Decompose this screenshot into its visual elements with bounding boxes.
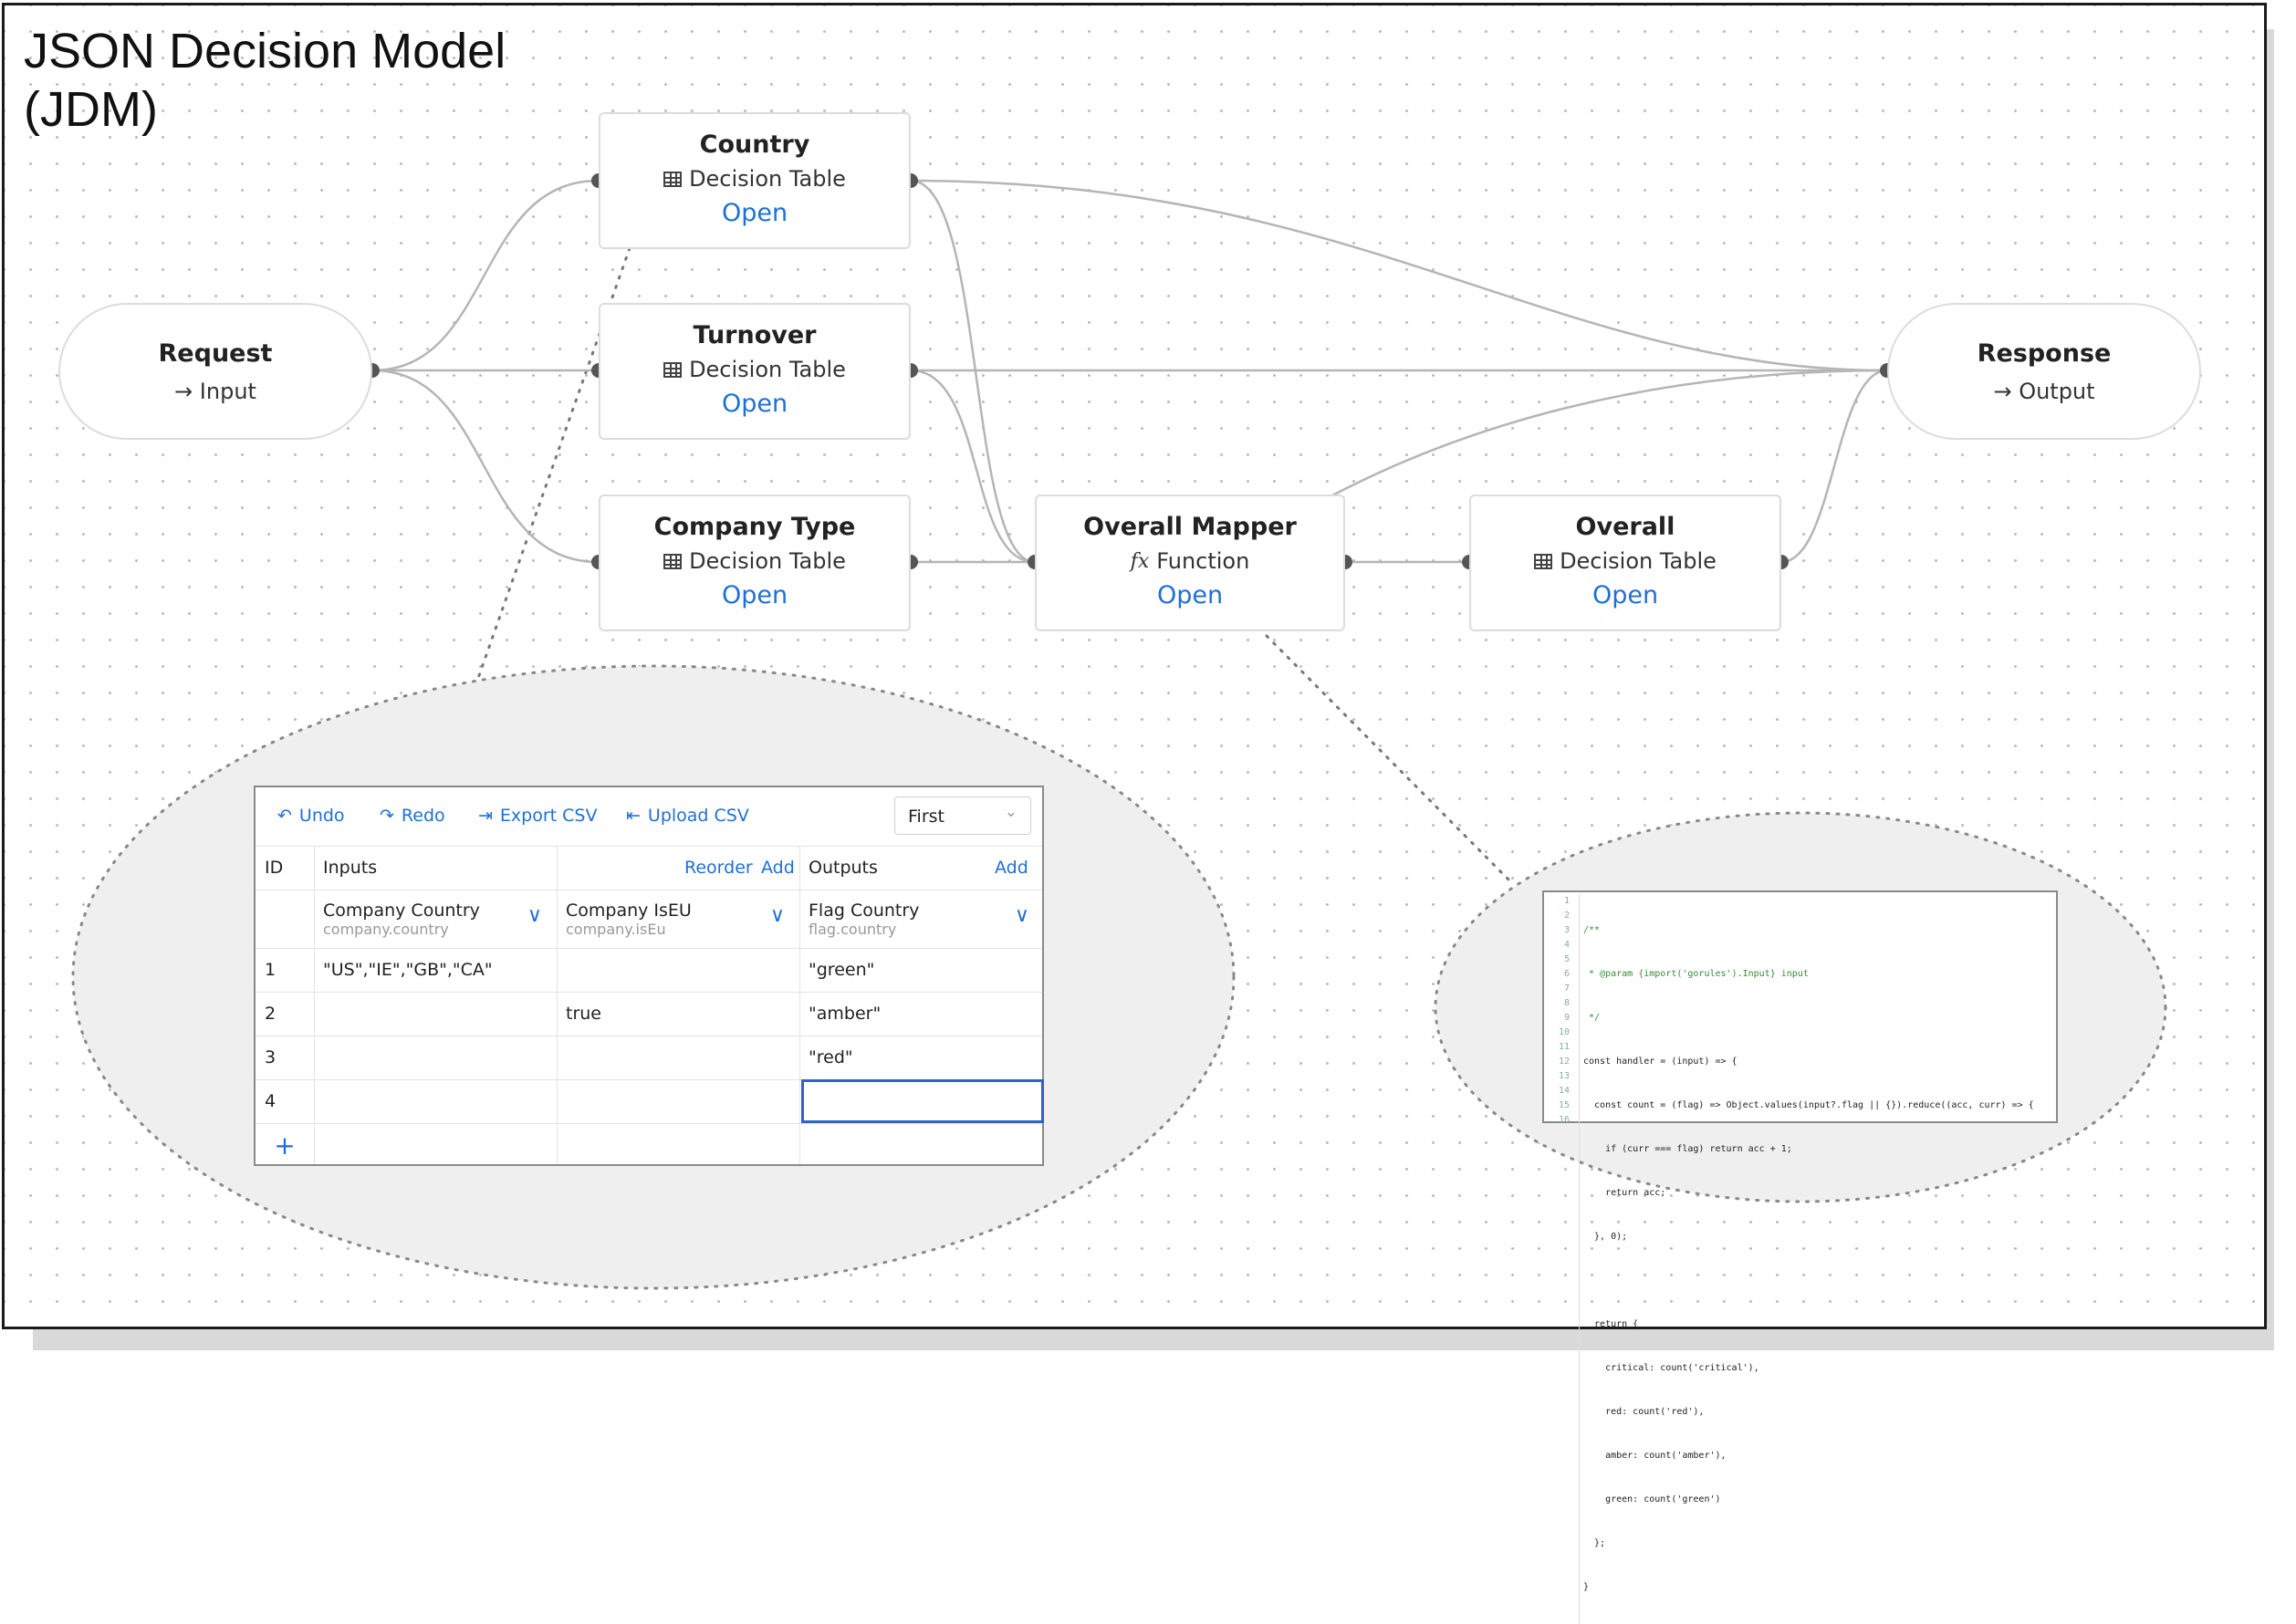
export-csv-button[interactable]: ⇥Export CSV — [478, 806, 598, 826]
add-row-button[interactable]: + — [274, 1130, 296, 1161]
redo-button[interactable]: ↷Redo — [380, 806, 445, 826]
table-cell[interactable]: "red" — [809, 1047, 853, 1067]
table-icon — [1534, 553, 1553, 569]
table-cell[interactable]: true — [566, 1004, 601, 1024]
export-icon: ⇥ — [478, 806, 493, 826]
open-link[interactable]: Open — [1592, 581, 1659, 609]
edge-turnover-mapper — [910, 369, 1036, 564]
inputs-header: Inputs — [323, 858, 378, 878]
node-title: Overall Mapper — [1083, 513, 1297, 541]
table-toolbar: ↶Undo ↷Redo ⇥Export CSV ⇤Upload CSV Firs… — [256, 787, 1042, 847]
table-cell[interactable] — [557, 948, 799, 992]
arrow-right-icon: → — [174, 379, 193, 404]
outputs-header: Outputs — [809, 858, 878, 878]
undo-button[interactable]: ↶Undo — [277, 806, 345, 826]
table-row: 4 — [256, 1079, 1044, 1124]
node-title: Country — [699, 130, 810, 159]
decision-table-panel: ↶Undo ↷Redo ⇥Export CSV ⇤Upload CSV Firs… — [254, 786, 1044, 1166]
undo-icon: ↶ — [277, 806, 292, 826]
fx-icon: fx — [1130, 549, 1150, 573]
open-link[interactable]: Open — [721, 199, 788, 227]
table-cell[interactable] — [314, 1036, 557, 1079]
node-title: Overall — [1575, 513, 1675, 541]
node-turnover[interactable]: Turnover Decision Table Open — [599, 303, 911, 440]
redo-icon: ↷ — [380, 806, 394, 826]
chevron-down-icon[interactable]: ∨ — [527, 904, 542, 927]
table-cell[interactable]: "amber" — [809, 1004, 882, 1024]
table-cell[interactable] — [557, 1036, 799, 1079]
add-output-button[interactable]: Add — [995, 858, 1028, 878]
table-cell[interactable]: "US","IE","GB","CA" — [323, 960, 493, 980]
chevron-down-icon: ⌄ — [1004, 803, 1018, 821]
node-request[interactable]: Request → Input — [58, 303, 372, 440]
chevron-down-icon[interactable]: ∨ — [1014, 904, 1029, 927]
node-title: Request — [158, 339, 273, 368]
column-company-country[interactable]: Company Country company.country ∨ — [323, 900, 542, 938]
edge-request-companytype — [371, 369, 600, 564]
table-icon — [663, 553, 683, 569]
upload-csv-button[interactable]: ⇤Upload CSV — [626, 806, 749, 826]
table-icon — [663, 171, 683, 187]
node-country[interactable]: Country Decision Table Open — [599, 112, 911, 249]
table-cell[interactable] — [314, 992, 557, 1036]
reorder-button[interactable]: Reorder — [684, 858, 753, 878]
node-response[interactable]: Response → Output — [1887, 303, 2201, 440]
add-input-button[interactable]: Add — [761, 858, 795, 878]
page-title: JSON Decision Model (JDM) — [24, 24, 506, 137]
table-row: 2 true "amber" — [256, 992, 1042, 1036]
open-link[interactable]: Open — [721, 581, 788, 609]
table-cell[interactable] — [314, 1079, 557, 1123]
table-row: 1 "US","IE","GB","CA" "green" — [256, 948, 1042, 993]
edge-country-response — [910, 179, 1888, 372]
column-company-iseu[interactable]: Company IsEU company.isEu ∨ — [566, 900, 785, 938]
node-title: Company Type — [653, 513, 856, 541]
hit-policy-select[interactable]: First⌄ — [894, 796, 1031, 835]
add-row: + — [256, 1123, 1042, 1167]
open-link[interactable]: Open — [721, 390, 788, 418]
active-table-cell[interactable] — [801, 1079, 1044, 1123]
node-company-type[interactable]: Company Type Decision Table Open — [599, 494, 911, 631]
node-title: Response — [1977, 339, 2112, 368]
table-cell[interactable]: "green" — [809, 960, 875, 980]
code-source: /** * @param {import('gorules').Input} i… — [1579, 894, 2034, 1624]
table-leader — [475, 246, 631, 682]
chevron-down-icon[interactable]: ∨ — [769, 904, 785, 927]
edge-request-country — [371, 179, 600, 372]
table-row: 3 "red" — [256, 1036, 1042, 1080]
column-flag-country[interactable]: Flag Country flag.country ∨ — [809, 900, 1029, 938]
line-numbers: 1 2 3 4 5 6 7 8 9 10 11 12 13 14 15 16 — [1558, 896, 1570, 1125]
id-header: ID — [265, 858, 284, 878]
column-header-row: Company Country company.country ∨ Compan… — [256, 890, 1042, 949]
open-link[interactable]: Open — [1156, 581, 1224, 609]
table-icon — [663, 361, 683, 378]
header-row: ID Inputs Reorder Add Outputs Add — [256, 846, 1042, 890]
node-overall[interactable]: Overall Decision Table Open — [1469, 494, 1781, 631]
edge-country-mapper — [910, 179, 1036, 564]
code-editor-panel[interactable]: 1 2 3 4 5 6 7 8 9 10 11 12 13 14 15 16 /… — [1542, 890, 2058, 1624]
code-leader — [1265, 634, 1512, 883]
upload-icon: ⇤ — [626, 806, 641, 826]
arrow-right-icon: → — [1993, 379, 2012, 404]
edge-overall-response — [1780, 369, 1888, 564]
table-cell[interactable] — [557, 1079, 799, 1123]
edge-mapper-response — [1331, 369, 1888, 497]
node-title: Turnover — [693, 321, 817, 349]
